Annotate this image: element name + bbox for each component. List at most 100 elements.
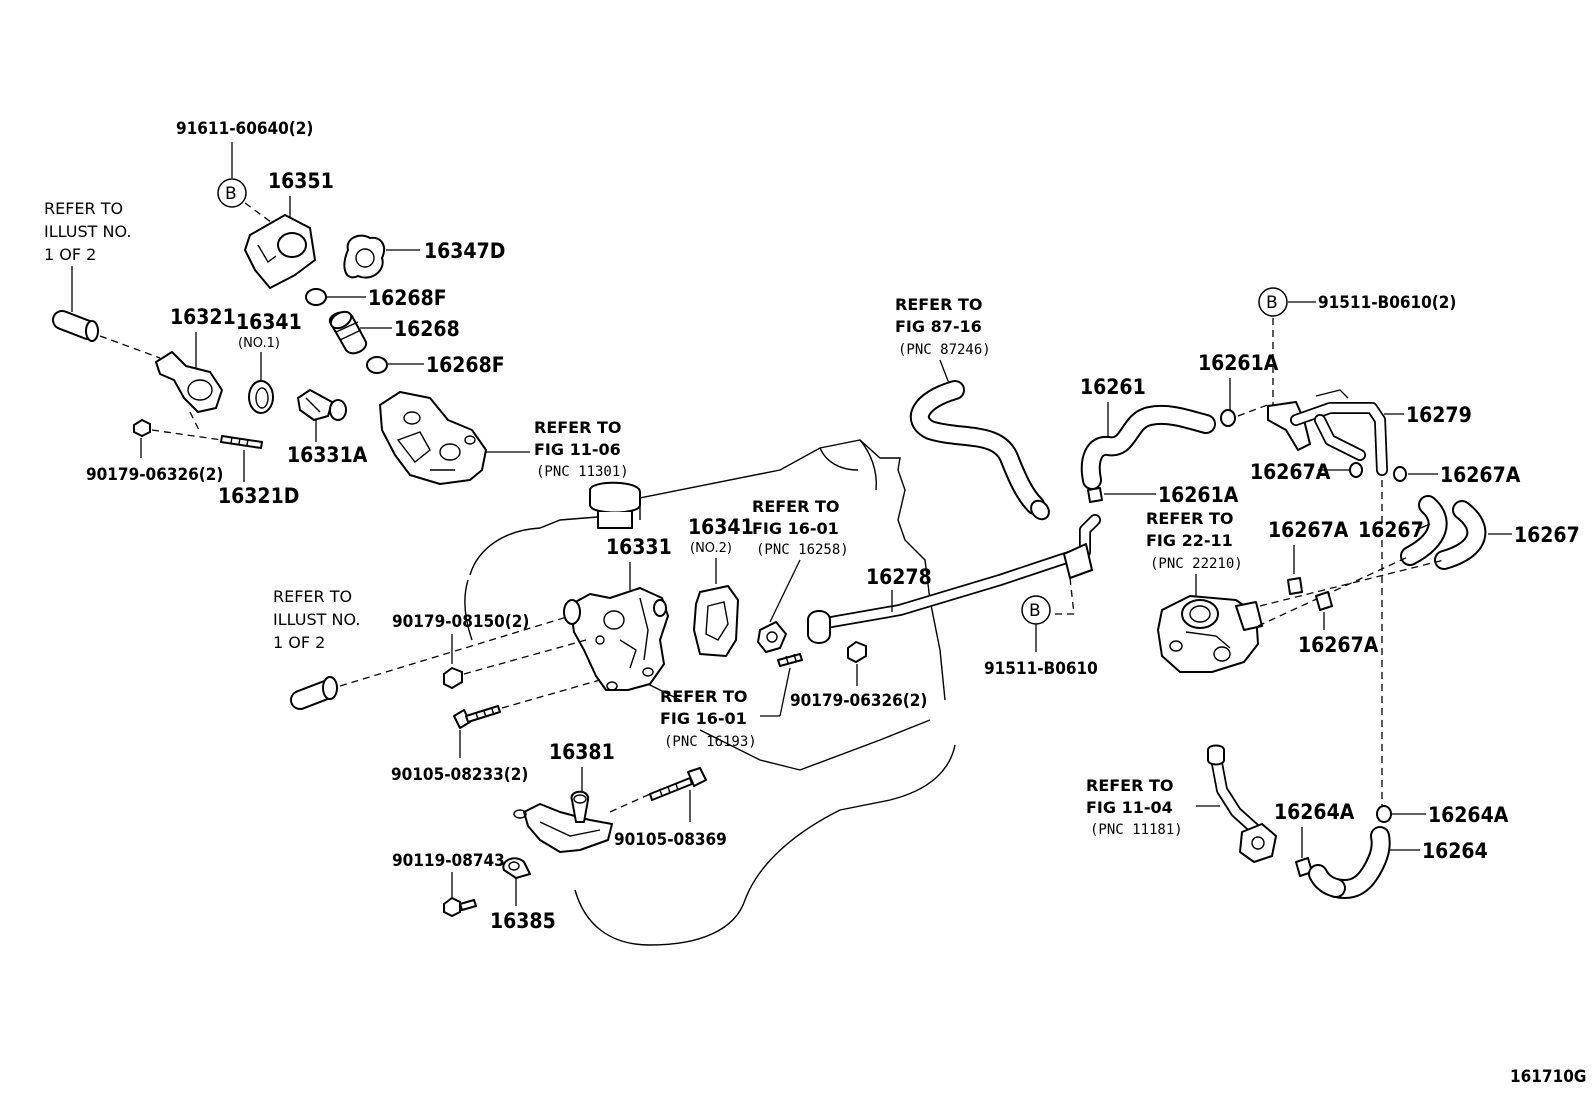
part-16267A-clamp-a: 16267A (1250, 460, 1363, 484)
part-number-16261A-lower: 16261A (1158, 483, 1239, 507)
callout-91611-60640: 91611-60640(2) B (176, 119, 313, 226)
svg-text:FIG 11-04: FIG 11-04 (1086, 798, 1173, 817)
part-90105-08233-bolt: 90105-08233(2) (391, 679, 601, 785)
part-90179-nut-left: 90179-06326(2) (86, 419, 223, 485)
part-number-16381: 16381 (549, 740, 615, 764)
svg-text:(PNC 16258): (PNC 16258) (756, 542, 849, 558)
part-number-16268F-lower: 16268F (426, 353, 505, 377)
part-16321D-stud: 16321D (218, 435, 299, 508)
svg-text:FIG 22-11: FIG 22-11 (1146, 531, 1233, 550)
ref-illust-1-of-2-top: REFER TO ILLUST NO. 1 OF 2 (44, 199, 131, 312)
part-16261A-clamp-top: 16261A (1198, 351, 1279, 427)
filler-neck (589, 481, 641, 529)
svg-text:REFER TO: REFER TO (752, 497, 840, 516)
part-16268-pipe: 16268 (328, 310, 460, 355)
marker-b-label: B (225, 184, 237, 204)
ref-illust-1-of-2-bottom: REFER TO ILLUST NO. 1 OF 2 (273, 587, 360, 652)
part-number-90105-08233: 90105-08233(2) (391, 765, 528, 785)
part-16268F-oring-top: 16268F (305, 286, 447, 310)
svg-text:REFER TO: REFER TO (660, 687, 748, 706)
svg-text:B: B (1029, 601, 1041, 621)
note-no1: (NO.1) (238, 336, 280, 351)
part-16321-water-inlet: 16321 (155, 305, 236, 433)
hose-stub-bottom-left (290, 615, 571, 710)
part-number-16341-no2: 16341 (688, 515, 754, 539)
part-90119-08743-bolt: 90119-08743 (392, 851, 505, 917)
svg-text:FIG 11-06: FIG 11-06 (534, 440, 621, 459)
svg-text:FIG 16-01: FIG 16-01 (752, 519, 839, 538)
part-90179-06326-right-nut: 90179-06326(2) (790, 641, 927, 711)
part-number-16341-no1: 16341 (236, 310, 302, 334)
part-number-16267A-d: 16267A (1298, 633, 1379, 657)
part-number-16268: 16268 (394, 317, 460, 341)
svg-text:(PNC 11301): (PNC 11301) (536, 464, 629, 480)
part-16341-no1-gasket: 16341 (NO.1) (236, 310, 302, 414)
marker-b-circle (1258, 287, 1288, 317)
part-number-16267A-b: 16267A (1440, 463, 1521, 487)
svg-text:1 OF 2: 1 OF 2 (273, 633, 325, 652)
svg-text:REFER TO: REFER TO (273, 587, 352, 606)
part-number-16351: 16351 (268, 169, 334, 193)
part-number-90119-08743: 90119-08743 (392, 851, 505, 871)
ref-fig-11-04: REFER TO FIG 11-04 (PNC 11181) (1086, 744, 1277, 863)
ref-fig-87-16: REFER TO FIG 87-16 (PNC 87246) (895, 295, 1050, 521)
part-16279-pipe-assembly: 16279 (1267, 389, 1472, 476)
part-number-16261: 16261 (1080, 375, 1146, 399)
part-16264-hose: 16264 (1308, 826, 1488, 899)
part-number-16267A-c: 16267A (1268, 518, 1349, 542)
callout-91511-B0610: B 91511-B0610 (984, 595, 1098, 679)
svg-text:(PNC 16193): (PNC 16193) (664, 734, 757, 750)
part-number-16264A-b: 16264A (1428, 803, 1509, 827)
svg-text:(PNC 22210): (PNC 22210) (1150, 556, 1243, 572)
part-number-90105-08369: 90105-08369 (614, 830, 727, 850)
part-16267-hose-a: 16267 (1358, 495, 1448, 566)
part-number-16347D: 16347D (424, 239, 505, 263)
svg-text:ILLUST NO.: ILLUST NO. (44, 222, 131, 241)
part-number-16261A-top: 16261A (1198, 351, 1279, 375)
part-16347D-gasket: 16347D (343, 234, 505, 279)
note-no2: (NO.2) (690, 541, 732, 556)
part-number-16267-a: 16267 (1358, 518, 1424, 542)
part-16278-water-pipe: 16278 (807, 514, 1101, 644)
part-16267A-clamp-d: 16267A (1298, 591, 1379, 657)
svg-text:REFER TO: REFER TO (44, 199, 123, 218)
svg-text:REFER TO: REFER TO (534, 418, 622, 437)
part-16261A-clamp-lower: 16261A (1087, 483, 1239, 507)
part-number-90179-06326-right: 90179-06326(2) (790, 691, 927, 711)
part-number-91511-B0610-2: 91511-B0610(2) (1318, 293, 1456, 313)
part-number-91511-B0610: 91511-B0610 (984, 659, 1098, 679)
part-16268F-oring-lower: 16268F (366, 353, 505, 377)
part-number-16264A-a: 16264A (1274, 800, 1355, 824)
svg-text:REFER TO: REFER TO (1146, 509, 1234, 528)
housing-fig-11-06 (379, 391, 530, 485)
svg-text:(PNC 87246): (PNC 87246) (898, 342, 991, 358)
ref-fig-16-01-pnc-16193: REFER TO FIG 16-01 (PNC 16193) (660, 653, 803, 750)
svg-text:REFER TO: REFER TO (895, 295, 983, 314)
part-16267A-clamp-b: 16267A (1393, 463, 1521, 487)
part-number-16385: 16385 (490, 909, 556, 933)
part-number-16278: 16278 (866, 565, 932, 589)
part-90179-08150-nut: 90179-08150(2) (392, 612, 587, 689)
part-number-90179-08150: 90179-08150(2) (392, 612, 529, 632)
svg-text:1 OF 2: 1 OF 2 (44, 245, 96, 264)
part-number-16279: 16279 (1406, 403, 1472, 427)
part-16341-no2-gasket: 16341 (NO.2) (688, 515, 754, 657)
part-number-16264: 16264 (1422, 839, 1488, 863)
part-16264A-clamp-b: 16264A (1376, 803, 1509, 827)
part-90105-08369-bolt: 90105-08369 (614, 767, 727, 850)
part-16381-bracket: 16381 (513, 740, 651, 853)
part-number-16331: 16331 (606, 535, 672, 559)
part-number-16331A: 16331A (287, 443, 368, 467)
part-16331A-sensor: 16331A (287, 389, 368, 467)
ref-fig-22-11: REFER TO FIG 22-11 (PNC 22210) (1146, 509, 1445, 673)
figure-id: 161710G (1510, 1067, 1586, 1087)
svg-text:B: B (1266, 293, 1278, 313)
part-16267-hose-b: 16267 (1434, 500, 1580, 570)
part-number-91611-60640: 91611-60640(2) (176, 119, 313, 139)
part-number-90179-06326-left: 90179-06326(2) (86, 465, 223, 485)
part-16351-water-outlet: 16351 (244, 169, 334, 289)
part-16385-clamp: 16385 (490, 857, 556, 933)
part-number-16321D: 16321D (218, 484, 299, 508)
svg-text:FIG 16-01: FIG 16-01 (660, 709, 747, 728)
